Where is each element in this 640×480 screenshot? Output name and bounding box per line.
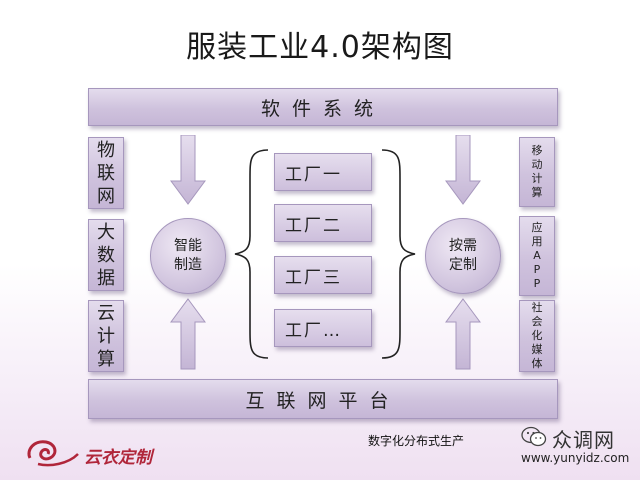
left-tech-bigdata: 大数据 [88, 219, 124, 291]
up-arrow-icon [445, 298, 481, 370]
internet-platform-bar: 互联网平台 [88, 379, 558, 419]
factory-label: 工厂一 [285, 164, 342, 185]
factory-label: 工厂三 [285, 267, 342, 288]
circle-label-line: 制造 [174, 257, 202, 273]
left-tech-label: 云计算 [97, 302, 115, 370]
diagram-title: 服装工业4.0架构图 [186, 30, 454, 65]
watermark-name: 众调网 [552, 428, 615, 452]
footer-note: 数字化分布式生产 [368, 434, 465, 448]
left-tech-iot: 物联网 [88, 137, 124, 209]
left-tech-label: 大数据 [97, 221, 115, 289]
brand-name: 云衣定制 [84, 448, 152, 468]
left-tech-cloud: 云计算 [88, 300, 124, 372]
internet-platform-label: 互联网平台 [245, 389, 401, 412]
watermark-url: www.yunyidz.com [521, 451, 630, 465]
down-arrow-icon [445, 135, 481, 205]
right-tech-label: 应用APP [531, 221, 543, 290]
right-tech-app: 应用APP [519, 216, 555, 296]
circle-label-line: 智能 [174, 238, 202, 254]
left-tech-label: 物联网 [97, 139, 115, 207]
on-demand-customization-circle: 按需 定制 [425, 218, 501, 294]
right-tech-label: 移动计算 [531, 144, 543, 199]
down-arrow-icon [170, 135, 206, 205]
curly-brace-icon [234, 149, 269, 359]
up-arrow-icon [170, 298, 206, 370]
curly-brace-icon [381, 149, 416, 359]
software-system-label: 软件系统 [260, 97, 385, 120]
brand-logo-icon [27, 440, 79, 467]
factory-box: 工厂… [274, 309, 372, 347]
factory-label: 工厂二 [285, 215, 342, 236]
wechat-icon [521, 426, 547, 447]
circle-label-line: 按需 [449, 238, 477, 254]
right-tech-mobile: 移动计算 [519, 137, 555, 207]
right-tech-label: 社会化媒体 [531, 301, 543, 370]
factory-box: 工厂一 [274, 153, 372, 191]
right-tech-social: 社会化媒体 [519, 300, 555, 372]
factory-box: 工厂三 [274, 256, 372, 294]
smart-manufacturing-circle: 智能 制造 [150, 218, 226, 294]
circle-label-line: 定制 [449, 257, 477, 273]
software-system-bar: 软件系统 [88, 88, 558, 126]
factory-box: 工厂二 [274, 204, 372, 242]
factory-label: 工厂… [285, 320, 342, 341]
